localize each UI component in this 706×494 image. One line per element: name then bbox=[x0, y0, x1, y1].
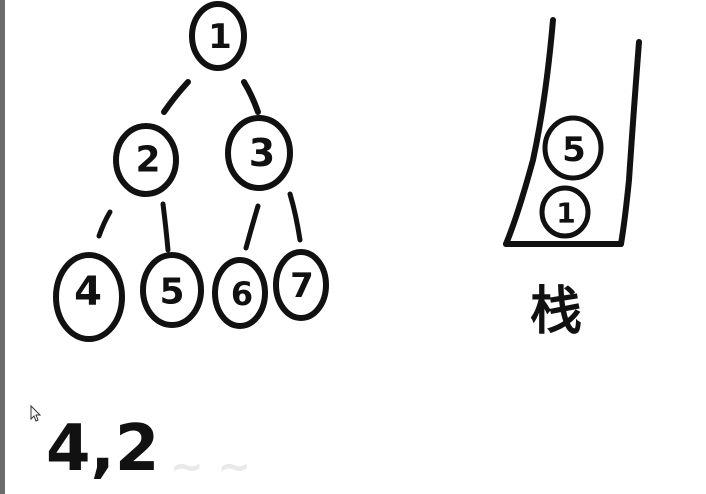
tree-node-3: 3 bbox=[225, 115, 293, 191]
node-label: 6 bbox=[231, 275, 253, 313]
edge-2-5 bbox=[160, 201, 171, 253]
tree-edges bbox=[96, 79, 303, 253]
edge-3-7 bbox=[287, 191, 303, 243]
node-label: 4 bbox=[74, 269, 102, 315]
stack-item-label: 1 bbox=[556, 197, 575, 230]
node-circle bbox=[225, 115, 293, 191]
stack: 5 1 栈 bbox=[503, 17, 642, 342]
tree-node-6: 6 bbox=[212, 257, 268, 329]
output-sequence: 4,2 bbox=[46, 412, 159, 486]
stack-item-top: 5 bbox=[542, 115, 604, 181]
node-label: 5 bbox=[159, 272, 184, 313]
tree-node-5: 5 bbox=[140, 252, 204, 328]
stack-caption: 栈 bbox=[530, 282, 582, 342]
edge-1-2 bbox=[161, 79, 191, 115]
edge-3-6 bbox=[243, 203, 261, 251]
left-edge-bar bbox=[0, 0, 5, 494]
edge-2-4 bbox=[96, 209, 113, 239]
tree-node-1: 1 bbox=[189, 1, 247, 71]
stack-item-bottom: 1 bbox=[539, 185, 591, 239]
stack-item-label: 5 bbox=[562, 130, 586, 170]
node-circle bbox=[212, 257, 268, 329]
node-circle bbox=[189, 1, 247, 71]
erased-scribble: ~ ~ bbox=[170, 444, 251, 490]
node-label: 1 bbox=[208, 17, 232, 57]
tree-node-4: 4 bbox=[53, 252, 125, 342]
edge-1-3 bbox=[241, 79, 261, 115]
mouse-cursor-icon bbox=[30, 404, 42, 422]
stack-item-circle bbox=[539, 185, 591, 239]
node-circle bbox=[53, 252, 125, 342]
tree-node-2: 2 bbox=[113, 123, 179, 197]
node-circle bbox=[273, 249, 329, 321]
stack-right-wall bbox=[618, 39, 642, 247]
stack-item-circle bbox=[542, 115, 604, 181]
node-circle bbox=[113, 123, 179, 197]
tree-node-7: 7 bbox=[273, 249, 329, 321]
node-label: 7 bbox=[290, 266, 314, 306]
node-label: 2 bbox=[135, 140, 160, 181]
node-circle bbox=[140, 252, 204, 328]
stack-left-wall bbox=[503, 17, 556, 247]
node-label: 3 bbox=[249, 131, 275, 175]
